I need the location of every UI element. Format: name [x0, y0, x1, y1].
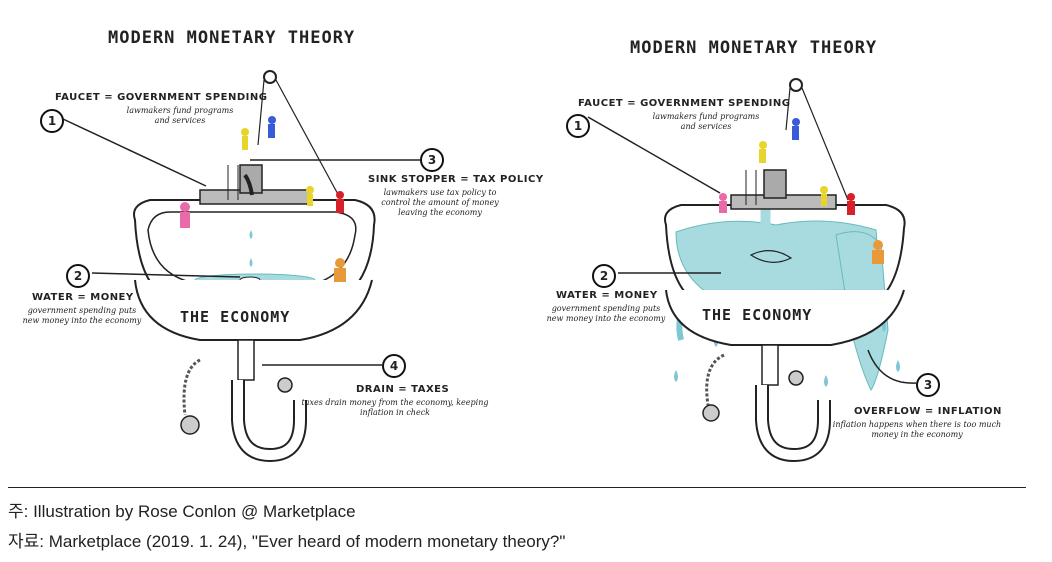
shutoff-valve: [702, 404, 720, 422]
source-reference: 자료: Marketplace (2019. 1. 24), "Ever hea…: [8, 532, 566, 551]
overflow-sink-illustration: [587, 78, 917, 463]
yellow-figure: [759, 141, 767, 149]
callout-number: 2: [592, 264, 616, 288]
orange-figure: [873, 240, 883, 250]
faucet-label: FAUCET = GOVERNMENT SPENDING: [55, 92, 268, 103]
red-figure: [847, 193, 855, 201]
leader-faucet: [62, 118, 207, 187]
leader-water: [91, 272, 241, 278]
blue-figure: [268, 116, 276, 124]
water-label: WATER = MONEY: [32, 292, 134, 303]
supply-hose: [705, 353, 725, 406]
callout-number: 3: [916, 373, 940, 397]
shutoff-valve-2: [788, 370, 804, 386]
faucet-description: lawmakers fund programs and services: [652, 112, 760, 131]
water-drop: [249, 230, 253, 239]
left-panel: MODERN MONETARY THEORY 1 FAUCET = GOVERN…: [0, 0, 543, 480]
faucet-body: [763, 169, 787, 199]
water-description: government spending puts new money into …: [22, 306, 142, 325]
economy-label: THE ECONOMY: [702, 306, 813, 324]
economy-label: THE ECONOMY: [180, 308, 291, 326]
faucet-description: lawmakers fund programs and services: [126, 106, 234, 125]
yellow-figure-right: [306, 186, 314, 194]
yellow-figure: [241, 128, 249, 136]
pulley-rope-left: [257, 79, 265, 146]
orange-figure: [335, 258, 345, 268]
water-drop: [249, 258, 253, 267]
pulley-rope-right: [275, 79, 341, 199]
drain-description: taxes drain money from the economy, keep…: [301, 398, 489, 417]
shutoff-valve: [180, 415, 200, 435]
faucet-label: FAUCET = GOVERNMENT SPENDING: [578, 98, 791, 109]
water-drop: [824, 375, 828, 387]
panel-title: MODERN MONETARY THEORY: [630, 38, 878, 58]
pink-figure: [180, 202, 190, 212]
drain-pipe: [237, 339, 255, 381]
stopper-description: lawmakers use tax policy to control the …: [381, 188, 499, 217]
supply-hose: [182, 358, 201, 416]
right-panel: MODERN MONETARY THEORY 1 FAUCET = GOVERN…: [526, 0, 1046, 480]
drain-pipe: [761, 344, 779, 386]
source-note: 주: Illustration by Rose Conlon @ Marketp…: [8, 502, 356, 521]
water-label: WATER = MONEY: [556, 290, 658, 301]
pulley-icon: [263, 70, 277, 84]
leader-overflow: [867, 349, 917, 384]
pink-figure: [719, 193, 727, 201]
red-figure: [336, 191, 344, 199]
faucet-spout: [243, 173, 254, 196]
callout-number: 1: [566, 114, 590, 138]
leader-faucet: [587, 116, 721, 194]
yellow-figure-right: [820, 186, 828, 194]
drain-label: DRAIN = TAXES: [356, 384, 450, 395]
divider: [8, 487, 1026, 488]
water-pool: [675, 220, 878, 293]
water-drop: [674, 370, 678, 382]
water-swirl: [749, 250, 793, 263]
callout-number: 4: [382, 354, 406, 378]
pulley-icon: [789, 78, 803, 92]
sink-bowl: [147, 211, 357, 283]
balanced-sink-illustration: [62, 70, 420, 463]
water-description: government spending puts new money into …: [546, 304, 666, 323]
callout-number: 3: [420, 148, 444, 172]
panel-title: MODERN MONETARY THEORY: [108, 28, 356, 48]
callout-number: 2: [66, 264, 90, 288]
sink-front: [665, 289, 905, 346]
stopper-label: SINK STOPPER = TAX POLICY: [368, 174, 544, 185]
callout-number: 1: [40, 109, 64, 133]
overflow-description: inflation happens when there is too much…: [832, 420, 1002, 439]
blue-figure: [792, 118, 800, 126]
water-drop: [896, 360, 900, 372]
shutoff-valve-2: [277, 377, 293, 393]
overflow-label: OVERFLOW = INFLATION: [854, 406, 1002, 417]
